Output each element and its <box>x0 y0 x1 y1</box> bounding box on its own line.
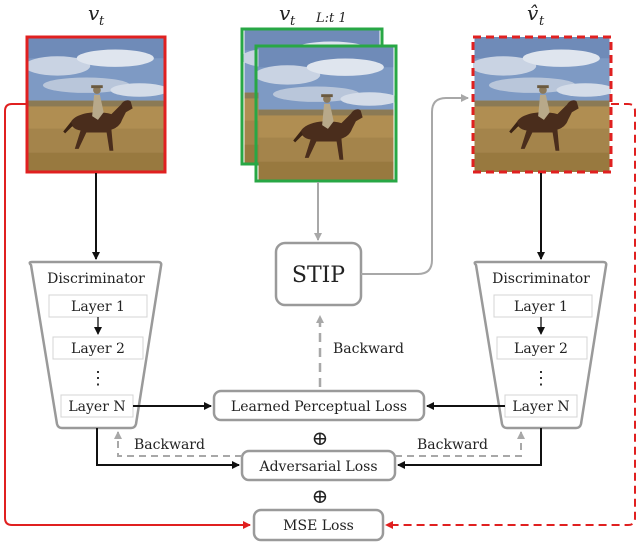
stip-block: STIP <box>274 241 363 307</box>
edge-frame-right-to-mse <box>385 103 636 529</box>
backward-label-left: Backward <box>134 437 205 453</box>
label-vt-left: v <box>88 1 100 25</box>
predicted-frame-right <box>471 35 613 174</box>
disc-left-title: Discriminator <box>47 271 145 287</box>
edge-disc-left-to-adversarial <box>96 428 240 469</box>
oplus-symbol-1: ⊕ <box>312 426 329 450</box>
mse-loss-label: MSE Loss <box>283 518 354 534</box>
label-vhat-right-sub: t <box>539 14 545 29</box>
edge-stip-to-prediction <box>361 94 469 275</box>
label-vt-left-sub: t <box>99 14 105 29</box>
backward-label-right: Backward <box>417 437 488 453</box>
context-frames-stack <box>240 27 398 183</box>
mse-loss-box: MSE Loss <box>252 508 385 542</box>
stip-label: STIP <box>292 263 345 288</box>
perceptual-loss-box: Learned Perceptual Loss <box>212 389 426 422</box>
edge-backward-to-disc-right <box>395 431 525 457</box>
perceptual-loss-label: Learned Perceptual Loss <box>231 399 407 415</box>
disc-left-layer-1: Layer 1 <box>71 299 125 315</box>
edge-disc-right-to-adversarial <box>397 428 542 469</box>
disc-left-layer-2: Layer 2 <box>71 341 125 357</box>
disc-right-layer-1: Layer 1 <box>514 299 568 315</box>
label-vt-middle-sub2: L:t 1 <box>315 11 347 26</box>
adversarial-loss-box: Adversarial Loss <box>240 449 397 482</box>
edge-frame-left-to-mse <box>4 103 251 529</box>
discriminator-left: Discriminator Layer 1 Layer 2 ⋮ Layer N <box>28 260 163 430</box>
disc-right-dots: ⋮ <box>532 368 550 389</box>
disc-right-layer-2: Layer 2 <box>514 341 568 357</box>
label-vt-middle: v <box>279 1 291 25</box>
oplus-symbol-2: ⊕ <box>312 484 329 508</box>
input-frame-left <box>25 35 167 174</box>
disc-right-layer-n: Layer N <box>512 399 569 415</box>
edge-backward-to-disc-left <box>114 431 242 457</box>
disc-left-dots: ⋮ <box>89 368 107 389</box>
disc-right-title: Discriminator <box>492 271 590 287</box>
discriminator-right: Discriminator Layer 1 Layer 2 ⋮ Layer N <box>473 260 608 430</box>
backward-label-top: Backward <box>333 341 404 357</box>
label-vhat-right: v̂ <box>527 1 539 25</box>
label-vt-middle-sub: t <box>290 14 296 29</box>
disc-left-layer-n: Layer N <box>68 399 125 415</box>
adversarial-loss-label: Adversarial Loss <box>258 459 377 475</box>
